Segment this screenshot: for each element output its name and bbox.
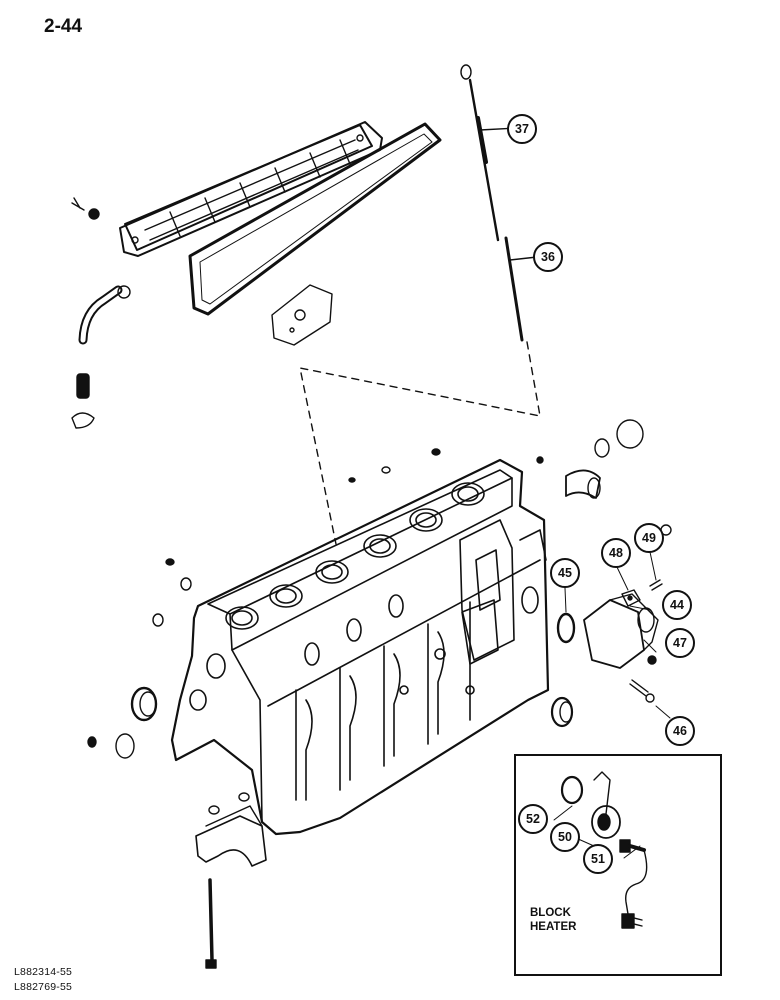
callout-36[interactable]: 36 — [533, 242, 563, 272]
small-bolt — [649, 579, 663, 591]
rear-seal — [130, 686, 158, 722]
main-bearing-cap — [195, 805, 267, 867]
callout-50[interactable]: 50 — [550, 822, 580, 852]
front-seal — [550, 696, 574, 728]
rocker-cover — [119, 121, 383, 257]
front-bushing — [565, 469, 601, 499]
reference-code-1: L882314-55 — [14, 966, 73, 978]
callout-47[interactable]: 47 — [665, 628, 695, 658]
cap-bolt — [205, 878, 217, 969]
rocker-cover-gasket — [188, 122, 442, 316]
callout-46[interactable]: 46 — [665, 716, 695, 746]
mounting-bolt — [629, 679, 655, 703]
inset-caption-line1: BLOCK — [530, 907, 571, 919]
cover-bolt — [71, 197, 100, 220]
callout-44[interactable]: 44 — [662, 590, 692, 620]
cylinder-block — [170, 458, 550, 836]
page-number: 2-44 — [44, 16, 83, 37]
plug-fitting — [621, 589, 641, 607]
callout-51[interactable]: 51 — [583, 844, 613, 874]
callout-45[interactable]: 45 — [550, 558, 580, 588]
block-heater-art — [560, 771, 648, 929]
inset-caption-line2: HEATER — [530, 921, 577, 933]
o-ring — [556, 612, 576, 644]
callout-37[interactable]: 37 — [507, 114, 537, 144]
cap-dowel — [208, 805, 220, 815]
callout-48[interactable]: 48 — [601, 538, 631, 568]
block-heater-inset — [514, 754, 722, 976]
callout-52[interactable]: 52 — [518, 804, 548, 834]
oil-filter-housing — [583, 593, 659, 669]
dipstick — [460, 64, 517, 242]
expansion-plugs — [87, 419, 644, 802]
breather-hose — [71, 285, 131, 429]
alignment-line — [299, 341, 541, 545]
lock-nut — [647, 655, 657, 665]
callout-49[interactable]: 49 — [634, 523, 664, 553]
breather-plate — [271, 284, 333, 346]
reference-code-2: L882769-55 — [14, 981, 73, 993]
